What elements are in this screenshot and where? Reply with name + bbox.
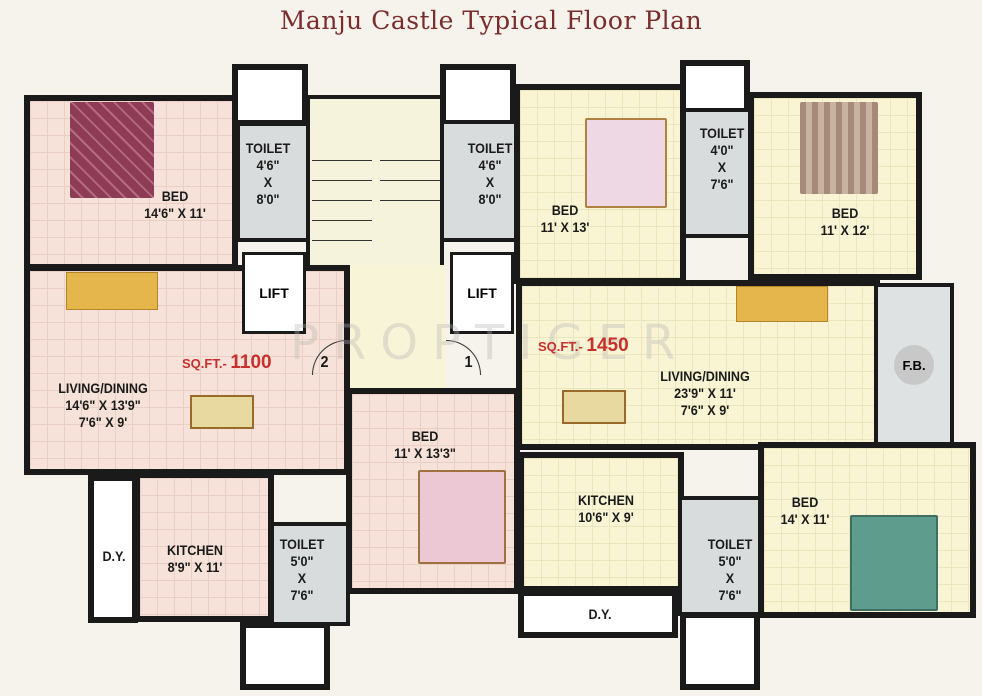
watermark: PROPTIGER	[290, 315, 690, 371]
stair-step	[312, 220, 372, 221]
stair-step	[380, 200, 440, 201]
shaft-bottom-left	[240, 622, 330, 690]
label-dy-left: D.Y.	[102, 548, 126, 564]
area-left: SQ.FT.- 1100	[182, 352, 272, 373]
area-right: SQ.FT.- 1450	[538, 335, 629, 356]
shaft-bottom-right	[680, 612, 760, 690]
bed-furniture	[850, 515, 938, 611]
label-dy-right: D.Y.	[588, 606, 612, 622]
dining-table	[562, 390, 626, 424]
stair-step	[312, 180, 372, 181]
room-kitchen-left	[134, 472, 274, 622]
bed-furniture	[418, 470, 506, 564]
room-toilet-left-1	[236, 122, 310, 242]
stair-step	[380, 160, 440, 161]
bed-furniture	[800, 102, 878, 194]
shaft-top-far-right	[680, 60, 750, 114]
stair-step	[312, 200, 372, 201]
bed-furniture	[585, 118, 667, 208]
label-fb: F.B.	[894, 345, 934, 385]
lift-left[interactable]: LIFT	[242, 252, 306, 334]
door-number-right: 1	[464, 354, 473, 371]
door-number-left: 2	[320, 354, 329, 371]
stair-step	[312, 240, 372, 241]
stair-step	[380, 180, 440, 181]
staircase	[306, 95, 444, 270]
dining-table	[190, 395, 254, 429]
room-kitchen-right	[518, 452, 684, 592]
sofa	[736, 286, 828, 322]
sofa	[66, 272, 158, 310]
bed-furniture	[70, 102, 154, 198]
plan-title: Manju Castle Typical Floor Plan	[279, 6, 703, 35]
room-dy-right	[518, 590, 678, 638]
room-toilet-right-1	[440, 120, 518, 242]
shaft-top-right	[440, 64, 516, 126]
stair-step	[312, 160, 372, 161]
shaft-top-left	[232, 64, 308, 126]
lift-right[interactable]: LIFT	[450, 252, 514, 334]
